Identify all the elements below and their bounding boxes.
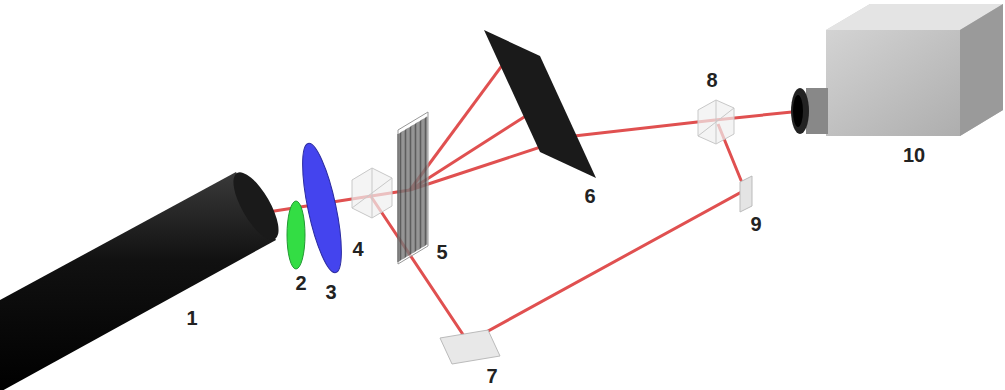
camera bbox=[791, 4, 1003, 136]
lens bbox=[295, 141, 350, 276]
screen bbox=[484, 30, 596, 178]
filter bbox=[287, 201, 305, 269]
callout-number: 8 bbox=[706, 70, 717, 90]
callout-number: 6 bbox=[584, 186, 595, 206]
callout-number: 4 bbox=[352, 239, 363, 259]
callout-number: 9 bbox=[750, 214, 761, 234]
diffraction-grating bbox=[398, 112, 428, 264]
callout-number: 3 bbox=[325, 282, 336, 302]
callout-number: 2 bbox=[295, 273, 306, 293]
callout-number: 10 bbox=[903, 145, 925, 165]
callout-number: 1 bbox=[186, 308, 197, 328]
beam-splitter bbox=[352, 168, 392, 218]
callout-number: 7 bbox=[486, 366, 497, 386]
mirror bbox=[440, 330, 500, 364]
beam-splitter bbox=[698, 100, 734, 144]
laser-tube bbox=[0, 166, 287, 390]
mirror bbox=[740, 176, 752, 212]
callout-number: 5 bbox=[436, 242, 447, 262]
